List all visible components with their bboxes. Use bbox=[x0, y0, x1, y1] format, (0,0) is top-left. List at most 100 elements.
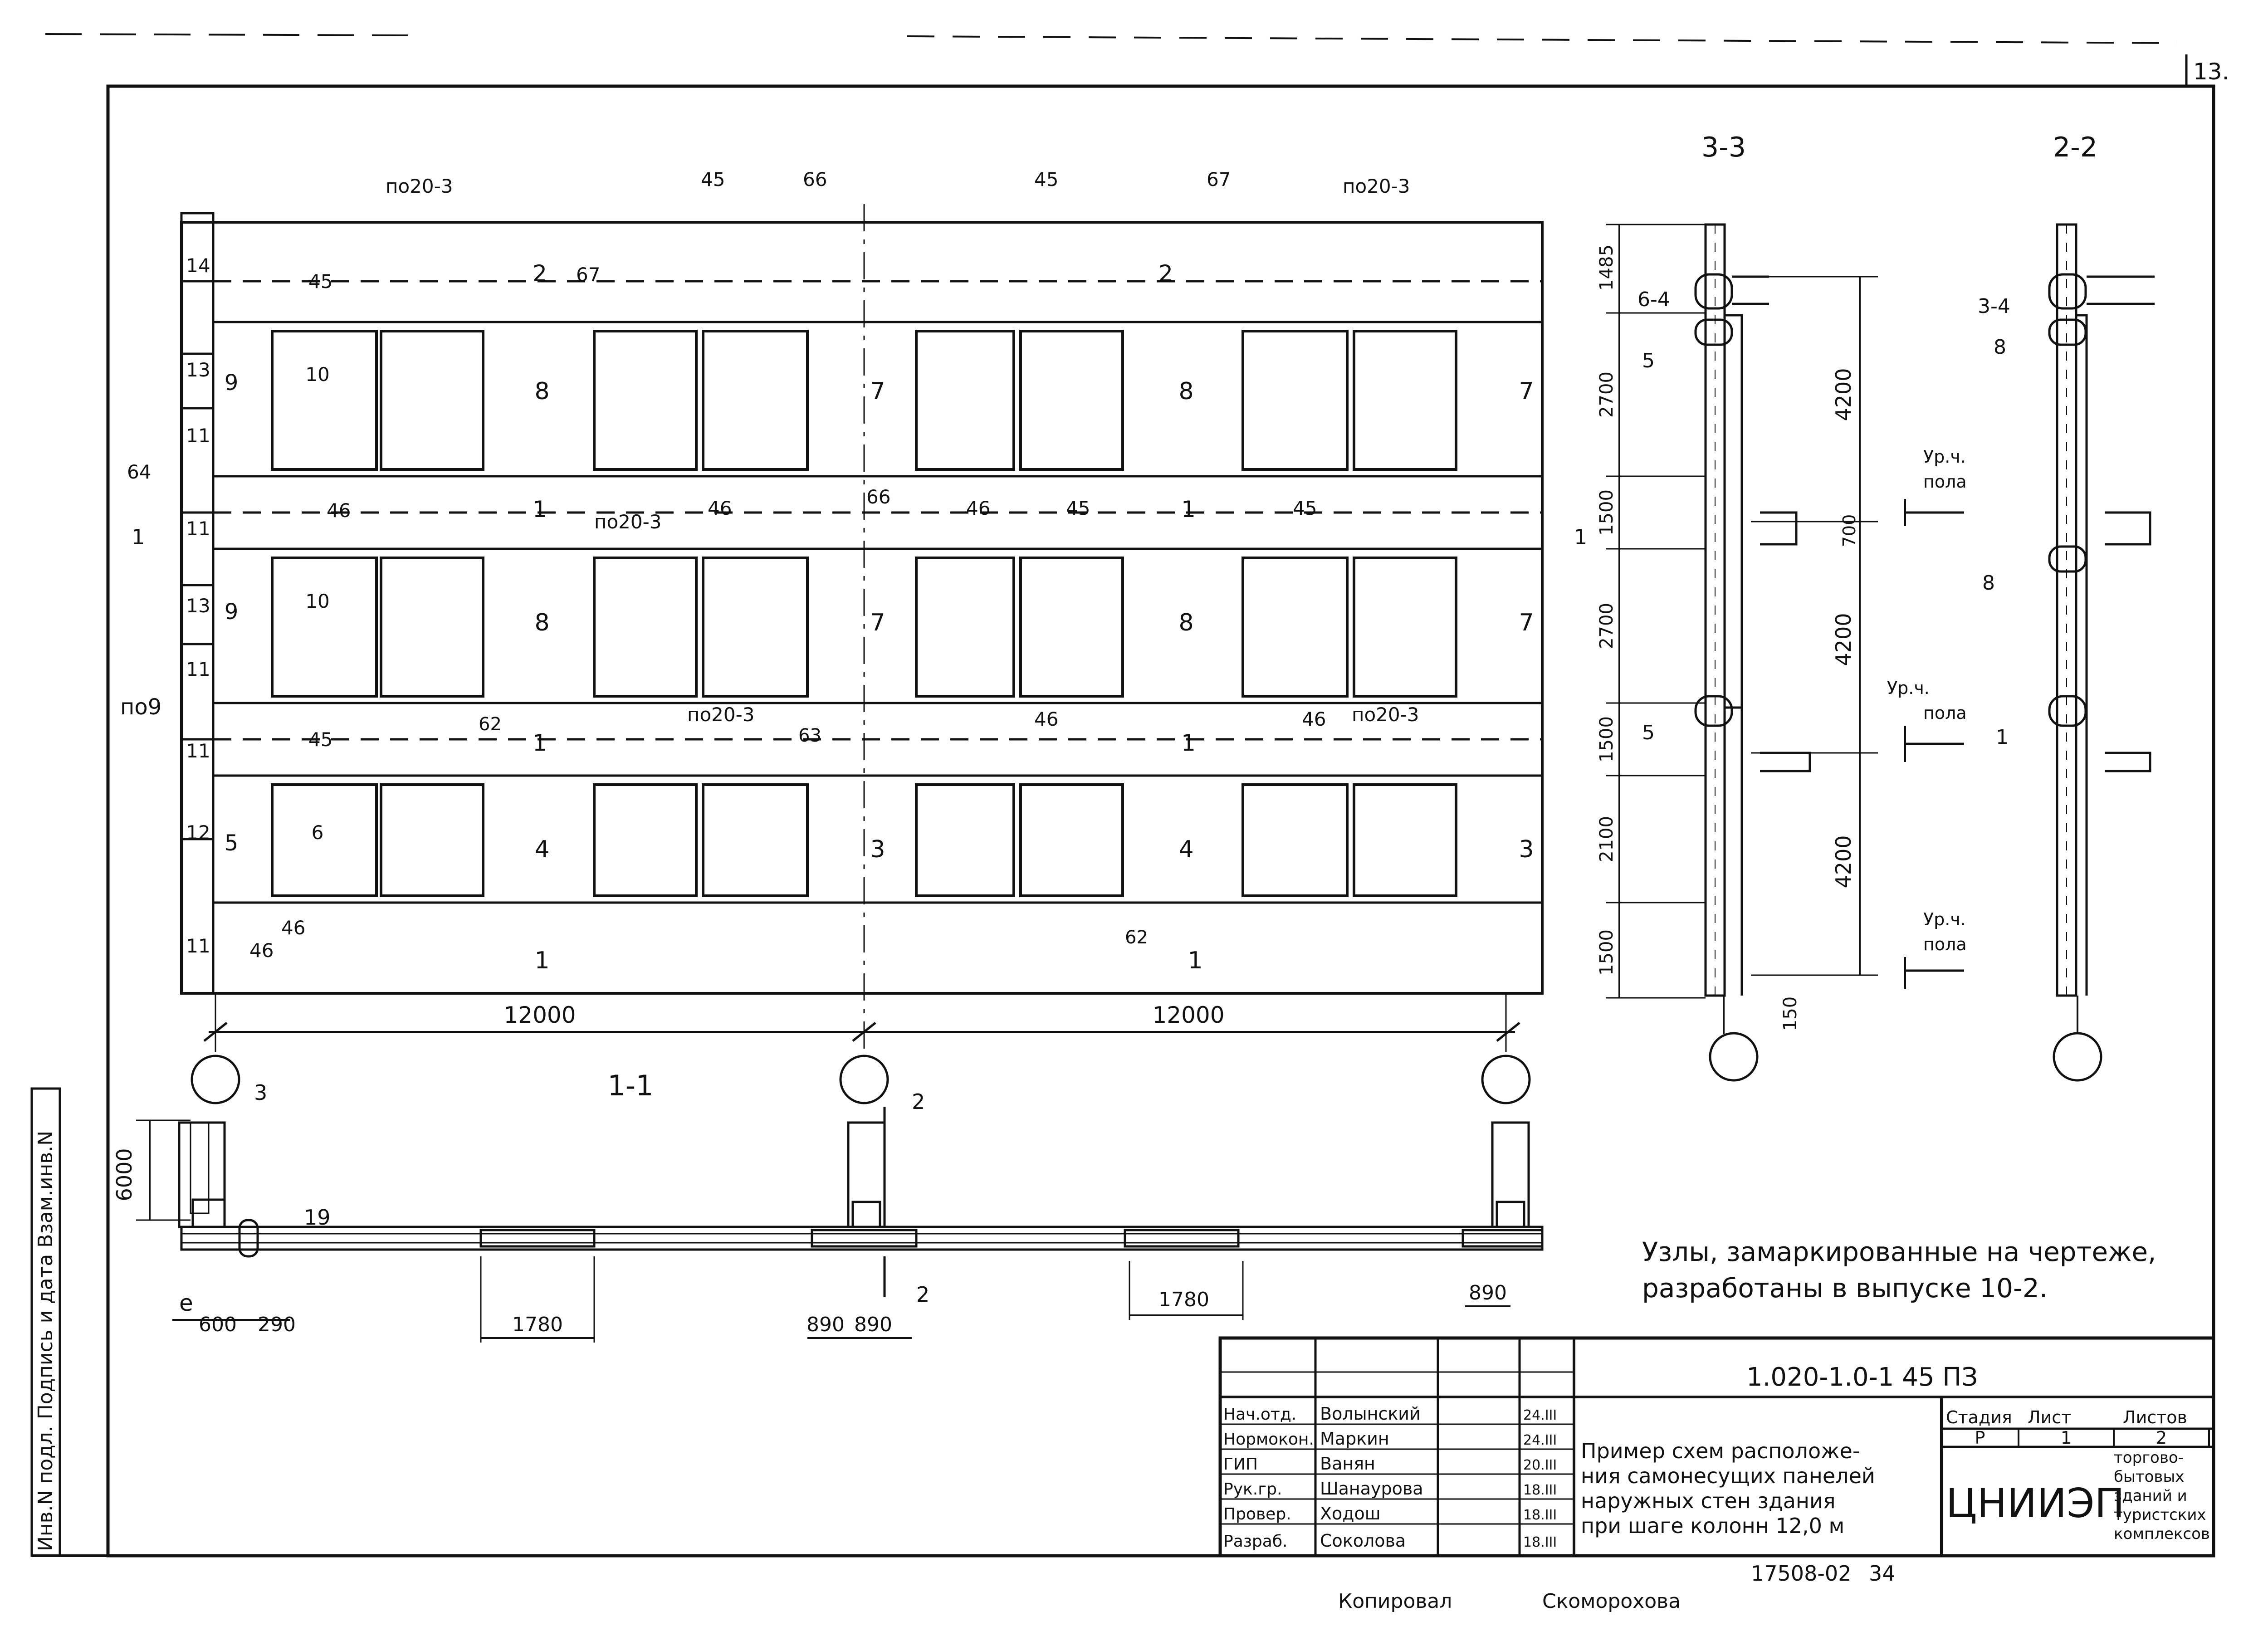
dimension-label: 1780 bbox=[512, 1313, 563, 1336]
sheet-title: Пример схем расположе- bbox=[1581, 1439, 1860, 1463]
section-title: 2-2 bbox=[2053, 132, 2097, 163]
callout-label: 46 bbox=[966, 497, 990, 519]
sheet-title: ния самонесущих панелей bbox=[1581, 1464, 1875, 1488]
floor-level-label: пола bbox=[1923, 472, 1967, 492]
panel-mark: 1 bbox=[1188, 947, 1202, 974]
callout-label: 63 bbox=[798, 725, 821, 746]
callout-label: 45 bbox=[308, 728, 332, 751]
panel-mark: 5 bbox=[225, 830, 239, 856]
sheet-title: при шаге колонн 12,0 м bbox=[1581, 1514, 1844, 1538]
window-opening bbox=[1019, 330, 1124, 471]
window-opening bbox=[915, 783, 1015, 897]
window-opening bbox=[915, 330, 1015, 471]
callout-label: по20-3 bbox=[594, 511, 661, 533]
section-title: 3-3 bbox=[1701, 132, 1746, 163]
person-name: Шанаурова bbox=[1320, 1479, 1423, 1499]
window-opening bbox=[1242, 557, 1349, 698]
callout-label: 5 bbox=[1642, 349, 1655, 372]
callout-label: 5 bbox=[1642, 721, 1655, 744]
window-opening bbox=[380, 330, 484, 471]
callout-label: 46 bbox=[281, 917, 305, 939]
window-opening bbox=[1019, 557, 1124, 698]
panel-mark: 3 bbox=[870, 836, 885, 863]
panel-mark: 3 bbox=[1519, 836, 1534, 863]
dimension-label: 1500 bbox=[1596, 929, 1617, 976]
person-name: Волынский bbox=[1320, 1404, 1421, 1424]
sheet-frame: 13. bbox=[32, 33, 2229, 1558]
window-opening bbox=[593, 557, 698, 698]
window-opening bbox=[702, 330, 809, 471]
dimension-label: 290 bbox=[258, 1313, 296, 1336]
role-label: Нач.отд. bbox=[1223, 1405, 1296, 1424]
panel-mark: 11 bbox=[186, 935, 210, 957]
panel-mark: 2 bbox=[1158, 260, 1173, 287]
callout-label: 19 bbox=[304, 1205, 331, 1230]
window-opening bbox=[1353, 783, 1457, 897]
callout-label: 64 bbox=[127, 461, 151, 483]
panel-mark: 9 bbox=[225, 599, 239, 625]
window-opening bbox=[1242, 330, 1349, 471]
callout-label: 46 bbox=[708, 497, 732, 519]
role-label: Разраб. bbox=[1223, 1532, 1287, 1551]
callout-label: по20-3 bbox=[687, 703, 754, 726]
section-3-3 bbox=[1606, 223, 1964, 1034]
elevation-view bbox=[180, 204, 1544, 1052]
callout-label: 66 bbox=[803, 168, 827, 190]
panel-mark: 1 bbox=[534, 947, 549, 974]
archive-number: 17508-02 bbox=[1751, 1561, 1851, 1586]
window-opening bbox=[593, 330, 698, 471]
callout-label: 3 bbox=[254, 1080, 267, 1105]
dimension-label: 890 bbox=[1469, 1281, 1507, 1304]
panel-mark: 13 bbox=[186, 595, 210, 617]
callout-label: 46 bbox=[1034, 708, 1058, 730]
dimension-label: 4200 bbox=[1831, 613, 1856, 666]
callout-label: 45 bbox=[1034, 168, 1058, 190]
section-mark: 1 bbox=[1574, 525, 1587, 549]
dimension-label: 2700 bbox=[1596, 371, 1617, 418]
floor-level-label: Ур.ч. bbox=[1887, 678, 1930, 698]
panel-mark: 8 bbox=[1178, 378, 1193, 405]
window-opening bbox=[1242, 783, 1349, 897]
window-opening bbox=[1353, 330, 1457, 471]
panel-mark: 14 bbox=[186, 254, 210, 277]
organization-subtitle: туристских bbox=[2114, 1506, 2206, 1524]
callout-label: 45 bbox=[1293, 497, 1317, 519]
sheet-label: Лист bbox=[2028, 1407, 2071, 1427]
callout-label: 8 bbox=[1994, 336, 2006, 359]
callout-label: 6-4 bbox=[1637, 288, 1670, 311]
floor-level-label: пола bbox=[1923, 934, 1967, 954]
stage-label: Стадия bbox=[1946, 1407, 2012, 1427]
person-name: Маркин bbox=[1320, 1429, 1389, 1449]
dimension-label: 4200 bbox=[1831, 835, 1856, 888]
window-opening bbox=[702, 557, 809, 698]
role-label: Нормокон. bbox=[1223, 1430, 1314, 1449]
panel-mark: 9 bbox=[225, 370, 239, 396]
side-stamp-text: Инв.N подл. Подпись и дата Взам.инв.N bbox=[34, 1131, 57, 1551]
stage-value: Р bbox=[1975, 1428, 1985, 1448]
dimension-label: 6000 bbox=[112, 1148, 137, 1201]
panel-mark: 8 bbox=[534, 609, 549, 636]
dimension-label: 1500 bbox=[1596, 489, 1617, 536]
floor-level-label: Ур.ч. bbox=[1923, 909, 1966, 929]
window-openings bbox=[271, 330, 1457, 897]
plan-view bbox=[136, 1107, 1544, 1343]
dimension-label: 12000 bbox=[503, 1002, 576, 1028]
callout-label: 62 bbox=[479, 714, 502, 735]
dimension-label: 700 bbox=[1839, 514, 1859, 547]
panel-mark: 1 bbox=[533, 496, 547, 523]
note-text: Узлы, замаркированные на чертеже, bbox=[1642, 1236, 2156, 1267]
panel-mark: 11 bbox=[186, 425, 210, 447]
section-2-2 bbox=[2048, 223, 2155, 1034]
window-opening bbox=[271, 330, 378, 471]
callout-label: 46 bbox=[327, 499, 351, 522]
callout-label: 66 bbox=[866, 486, 890, 508]
plan-title: 1-1 bbox=[607, 1069, 653, 1102]
panel-mark: 12 bbox=[186, 821, 210, 844]
sheet-value: 1 bbox=[2061, 1428, 2072, 1448]
dimension-label: 600 bbox=[199, 1313, 237, 1336]
signature-date: 18.III bbox=[1523, 1534, 1557, 1550]
page-number: 34 bbox=[1869, 1561, 1896, 1586]
signature-date: 20.III bbox=[1523, 1457, 1557, 1473]
drawing-code: 1.020-1.0-1 45 ПЗ bbox=[1746, 1363, 1978, 1392]
